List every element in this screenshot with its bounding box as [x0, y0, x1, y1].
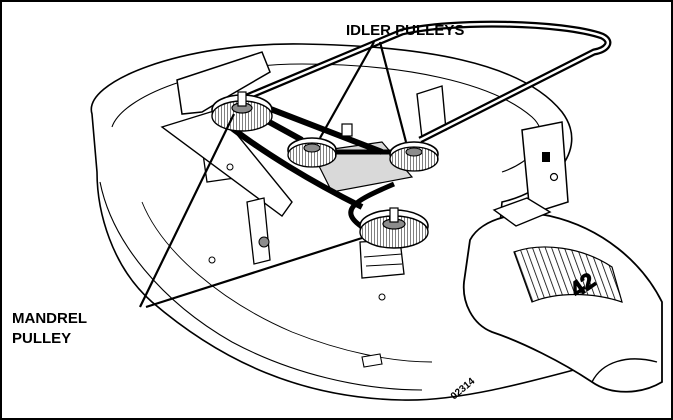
left-arm [160, 109, 293, 217]
chute-ribs [513, 246, 623, 303]
bracket-slot [542, 152, 550, 162]
idler-pulley-center [287, 137, 337, 168]
hanger-pin [258, 236, 270, 248]
deck-bolt-3 [226, 163, 234, 171]
idler-pulleys-label: IDLER PULLEYS [346, 22, 464, 39]
right-bracket [521, 121, 569, 215]
idler-leader-lines [319, 41, 408, 143]
mandrel-label-line2: PULLEY [12, 330, 71, 347]
mandrel-leader-lines [139, 113, 363, 309]
deck-bolt-1 [208, 256, 216, 264]
mandrel-pulley-lower [359, 207, 429, 249]
discharge-chute [462, 213, 663, 393]
lower-spindle-fins [363, 253, 403, 258]
drive-belt [222, 20, 612, 237]
deck-bolt-2 [378, 293, 386, 301]
deck-skirt [99, 181, 423, 391]
deck-clip [361, 353, 383, 368]
idler-pulley-right [389, 141, 439, 172]
idler-nut [341, 123, 353, 137]
mandrel-pulley-left [211, 91, 273, 132]
bracket-hole [549, 172, 559, 182]
chute-hinge [492, 197, 552, 227]
lower-spindle-fins-2 [365, 263, 403, 267]
mandrel-label-line1: MANDREL [12, 310, 87, 327]
deck-inner-floor [141, 201, 433, 363]
hanger-link [246, 197, 271, 265]
chute-mouth [591, 358, 658, 383]
